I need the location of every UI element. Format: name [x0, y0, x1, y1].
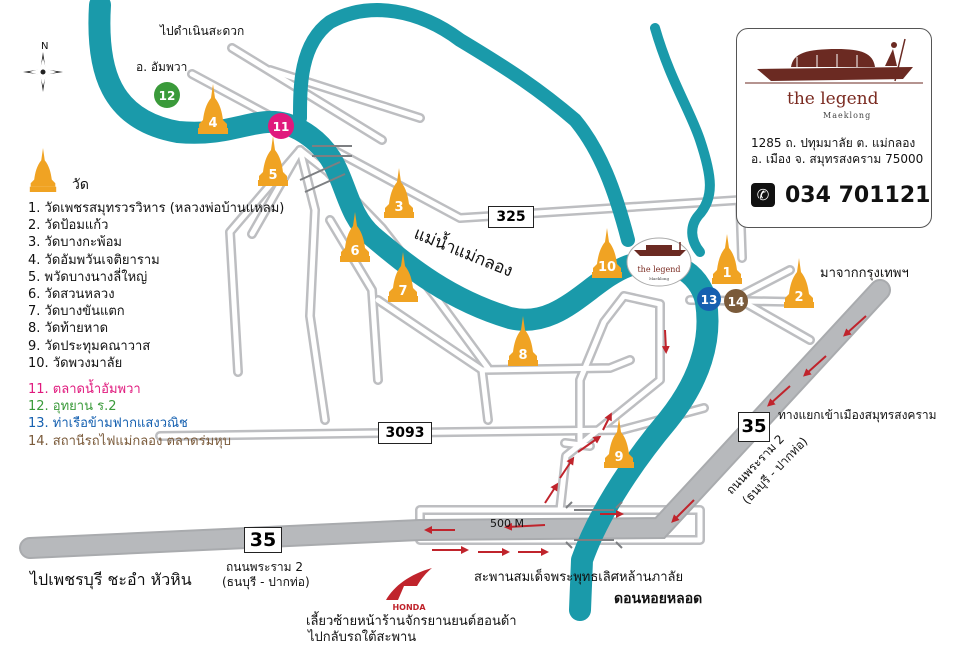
from-bangkok-label: มาจากกรุงเทพฯ	[820, 266, 909, 281]
temple-1-number: 1	[722, 266, 731, 281]
legend-item: 5. พวัดบางนางลี่ใหญ่	[28, 269, 148, 285]
ferry-pier-marker	[697, 287, 721, 311]
north-label: N	[41, 41, 48, 52]
legend-item: 1. วัดเพชรสมุทรวรวิหาร (หลวงพ่อบ้านแหลม)	[28, 201, 285, 216]
address-line-1: 1285 ถ. ปทุมมาลัย ต. แม่กลอง	[751, 136, 916, 150]
address-line-2: อ. เมือง จ. สมุทรสงคราม 75000	[751, 152, 924, 166]
legend-item: 9. วัดประทุมคณาวาส	[28, 338, 151, 354]
railway-station-marker	[724, 289, 748, 313]
bridges	[299, 145, 623, 549]
mini-brand: the legend	[637, 265, 680, 274]
marker-11-number: 11	[273, 120, 290, 134]
amphawa-district-label: อ. อัมพวา	[136, 60, 188, 74]
temple-3-number: 3	[394, 200, 403, 215]
hotel-location-marker: the legend Maeklong	[626, 237, 692, 287]
temple-legend-heading: วัด	[72, 177, 89, 193]
boat-logo-icon	[745, 38, 923, 84]
legend-item: 10. วัดพวงมาลัย	[28, 355, 123, 371]
hotel-phone[interactable]: 034 701121	[785, 183, 931, 208]
temple-4-number: 4	[208, 116, 217, 131]
legend-item: 3. วัดบางกะพ้อม	[28, 235, 122, 251]
legend-place-railway: 14. สถานีรถไฟแม่กลอง ตลาดร่มหุบ	[28, 433, 231, 449]
honda-logo-icon: HONDA	[386, 568, 432, 612]
temple-2-number: 2	[794, 290, 803, 305]
legend-item: 7. วัดบางขันแตก	[28, 304, 125, 320]
temple-7-number: 7	[398, 284, 407, 299]
hotel-address: 1285 ถ. ปทุมมาลัย ต. แม่กลอง อ. เมือง จ.…	[751, 135, 923, 167]
legend-item: 8. วัดท้ายหาด	[28, 321, 109, 337]
marker-14-number: 14	[728, 295, 745, 309]
temple-6-number: 6	[350, 244, 359, 259]
phone-icon: ✆	[751, 183, 775, 207]
legend-place-floating-market: 11. ตลาดน้ำอัมพวา	[28, 382, 141, 398]
hotel-info-card: the legend Maeklong 1285 ถ. ปทุมมาลัย ต.…	[736, 28, 932, 228]
distance-label: 500 M	[490, 517, 524, 530]
rama2-road-label-1: ถนนพระราม 2	[226, 560, 304, 574]
place-markers: 12 11 13 14	[154, 82, 748, 313]
legend-item: 2. วัดป้อมแก้ว	[28, 218, 109, 234]
legend-item: 6. วัดสวนหลวง	[28, 287, 115, 303]
turn-note-line1: เลี้ยวซ้ายหน้าร้านจักรยานยนต์ฮอนด้า	[306, 614, 517, 629]
temple-8-number: 8	[518, 348, 527, 363]
compass-icon: N	[23, 41, 63, 92]
temple-numbers: 4 5 3 6 7 8 10 1 2 9	[208, 116, 803, 465]
highway-325-shield: 325	[488, 206, 534, 228]
marker-13-number: 13	[701, 293, 718, 307]
junction-label: ทางแยกเข้าเมืองสมุทรสงคราม	[778, 408, 937, 422]
temple-5-number: 5	[268, 168, 277, 183]
hotel-brand-name: the legend	[787, 89, 879, 109]
to-damnoen-saduak-label: ไปดำเนินสะดวก	[160, 24, 245, 38]
temple-9-number: 9	[614, 450, 623, 465]
marker-12-number: 12	[159, 89, 176, 103]
highway-35-right-shield: 35	[738, 412, 770, 442]
rama2-road-label-2: (ธนบุรี - ปากท่อ)	[222, 575, 310, 589]
legend-item: 4. วัดอัมพวันเจติยาราม	[28, 252, 160, 268]
turn-note-line2: ไปกลับรถใต้สะพาน	[308, 630, 417, 645]
temple-10-number: 10	[598, 260, 616, 275]
don-hoi-lot-label: ดอนหอยหลอด	[614, 591, 703, 607]
legend-place-ferry: 13. ท่าเรือข้ามฟากแสงวณิช	[28, 416, 188, 432]
temple-legend: 1. วัดเพชรสมุทรวรวิหาร (หลวงพ่อบ้านแหลม)…	[28, 200, 284, 450]
honda-brand-text: HONDA	[392, 603, 426, 612]
highway-35-left-shield: 35	[244, 527, 282, 553]
bridge-name-label: สะพานสมเด็จพระพุทธเลิศหล้านภาลัย	[474, 570, 684, 585]
park-r2-marker	[154, 82, 180, 108]
highway-3093-shield: 3093	[378, 422, 432, 444]
temple-legend-icon	[29, 148, 57, 192]
to-phetchaburi-label: ไปเพชรบุรี ชะอำ หัวหิน	[30, 570, 192, 589]
hotel-brand-sub: Maeklong	[823, 111, 872, 120]
mini-brand-sub: Maeklong	[649, 276, 670, 281]
highways	[19, 279, 891, 559]
route-arrows	[424, 315, 867, 556]
legend-place-park: 12. อุทยาน ร.2	[28, 399, 117, 415]
floating-market-marker	[268, 113, 294, 139]
